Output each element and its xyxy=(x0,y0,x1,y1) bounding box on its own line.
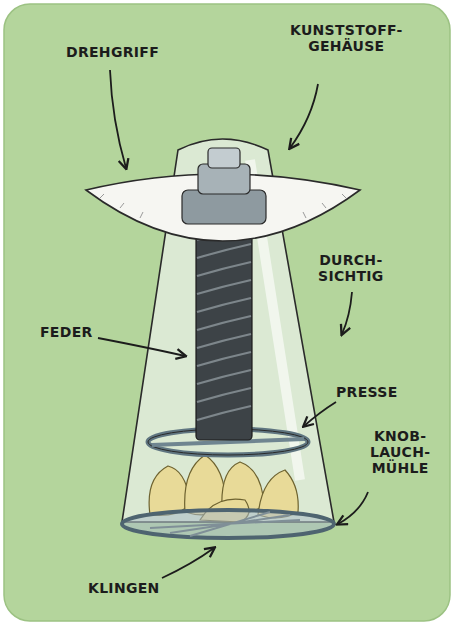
blades-label: KLINGEN xyxy=(88,580,160,596)
spring-screw xyxy=(196,222,252,440)
leader-arrows xyxy=(98,70,368,578)
press-label: PRESSE xyxy=(336,384,398,400)
top-cap xyxy=(182,148,266,224)
background-panel xyxy=(4,4,450,621)
transparent-label: DURCH- SICHTIG xyxy=(318,252,384,284)
mill-label: KNOB- LAUCH- MÜHLE xyxy=(370,428,430,476)
spring-label: FEDER xyxy=(40,324,93,340)
housing-label: KUNSTSTOFF- GEHÄUSE xyxy=(290,22,403,54)
blade-ring xyxy=(122,510,334,538)
handle-label: DREHGRIFF xyxy=(66,44,159,60)
